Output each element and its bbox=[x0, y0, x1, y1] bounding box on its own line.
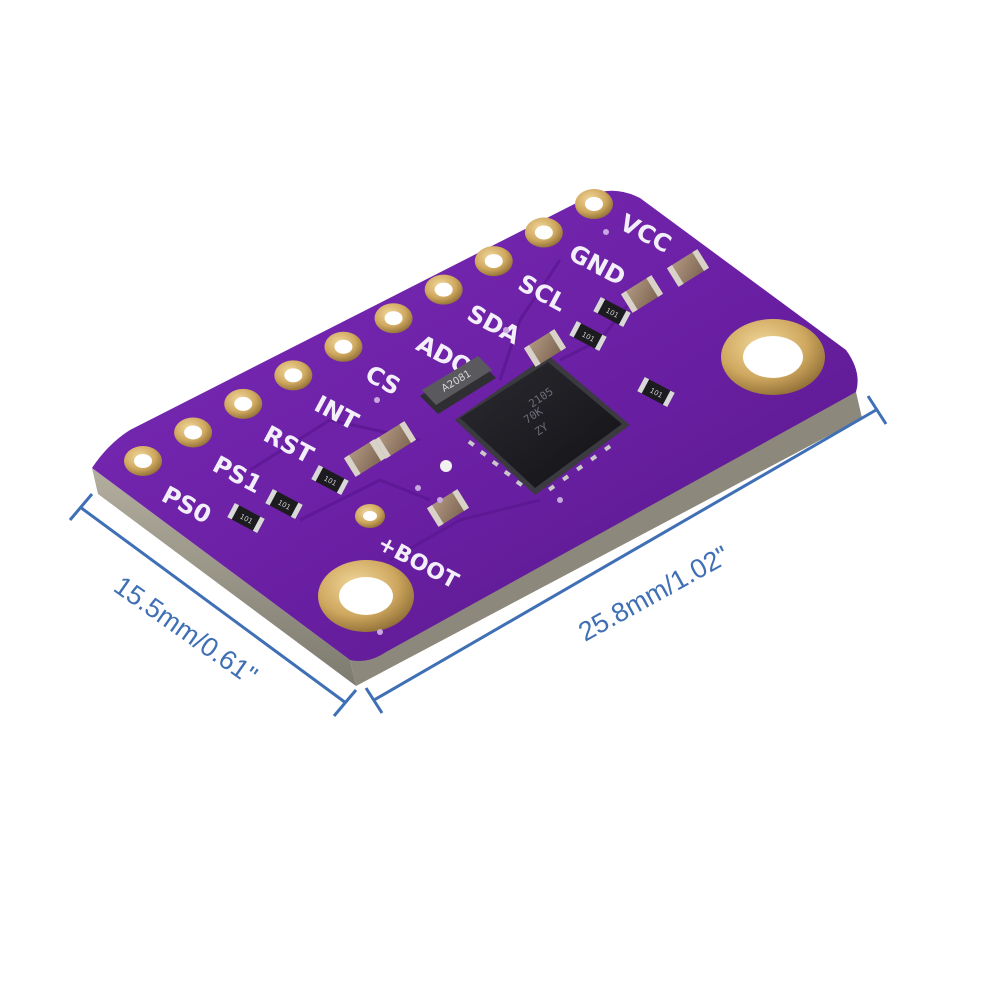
header-pad-rst bbox=[224, 388, 263, 419]
resistor: 101 bbox=[593, 296, 631, 328]
capacitor bbox=[620, 275, 664, 313]
chip-marking-line-3: ZY bbox=[532, 420, 551, 438]
boot-pad bbox=[355, 504, 385, 528]
resistor: 101 bbox=[637, 376, 675, 408]
header-pad-sda bbox=[424, 274, 463, 305]
capacitor bbox=[523, 329, 567, 367]
header-pad-ado bbox=[374, 303, 413, 334]
resistor: 101 bbox=[265, 488, 303, 520]
header-pad-ps1 bbox=[174, 417, 213, 448]
chip-pin1-dot bbox=[440, 460, 452, 472]
vias bbox=[374, 229, 609, 635]
imu-chip: 2105 70K ZY bbox=[455, 355, 630, 495]
board-edge bbox=[92, 392, 862, 686]
capacitor bbox=[343, 439, 387, 477]
mounting-hole-right bbox=[721, 319, 825, 395]
header-pad-int bbox=[274, 360, 313, 391]
header-pad-vcc bbox=[575, 189, 613, 219]
capacitor bbox=[373, 421, 417, 459]
capacitor bbox=[666, 249, 710, 287]
header-pad-cs bbox=[324, 331, 363, 362]
header-pad-ps0 bbox=[124, 446, 162, 476]
header-pads bbox=[124, 189, 613, 476]
resistor: 101 bbox=[569, 320, 607, 352]
capacitor bbox=[426, 489, 470, 527]
resistor: 101 bbox=[227, 502, 265, 534]
resistor: 101 bbox=[311, 464, 349, 496]
mounting-hole-left bbox=[318, 560, 414, 632]
capacitors bbox=[343, 249, 710, 527]
header-pad-gnd bbox=[524, 217, 563, 248]
width-dimension bbox=[68, 493, 358, 717]
length-dimension bbox=[364, 395, 888, 714]
header-pad-scl bbox=[474, 246, 513, 277]
